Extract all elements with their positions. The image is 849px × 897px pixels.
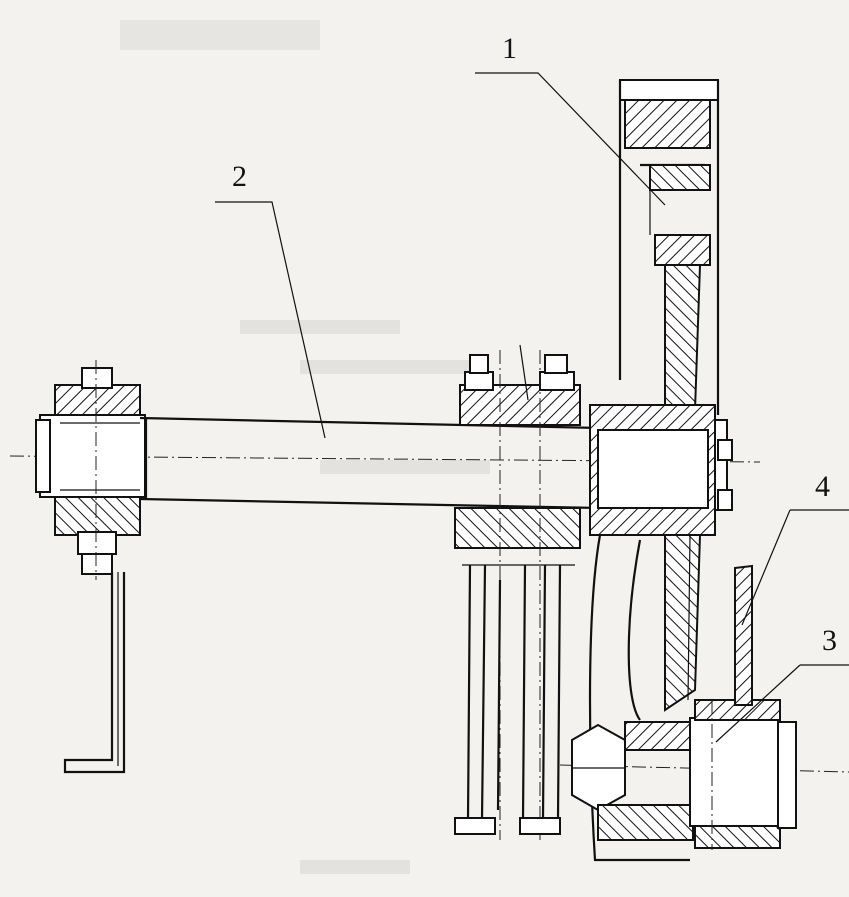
shaft [139,416,601,510]
left-bearing-housing [35,360,146,580]
pin-assembly [571,699,797,850]
callout-2-label: 2 [232,160,247,193]
leader-lines [215,72,849,743]
left-support-bracket [63,572,126,774]
paper-texture [120,20,490,874]
middle-bracket-hub [454,344,581,840]
callout-1-label: 1 [502,32,517,65]
plate [734,564,753,706]
callout-3-label: 3 [822,624,837,657]
middle-bracket-legs [454,564,562,835]
callout-4-label: 4 [815,470,830,503]
gear-wheel [588,79,733,862]
